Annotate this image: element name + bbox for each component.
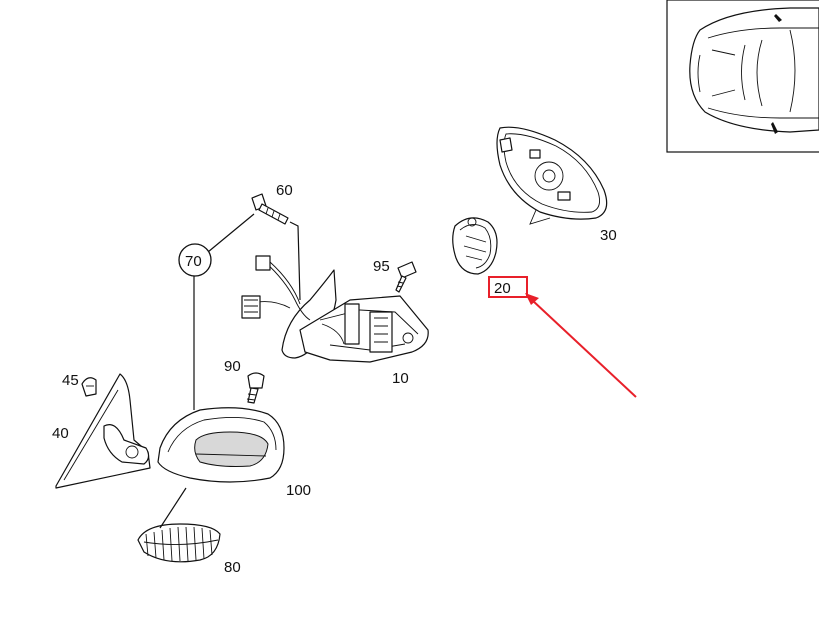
label-part-95: 95: [373, 258, 390, 275]
label-part-10: 10: [392, 370, 409, 387]
label-part-70: 70: [185, 253, 202, 270]
part-100-housing-cover[interactable]: [157, 407, 285, 483]
label-part-90: 90: [224, 358, 241, 375]
label-part-40: 40: [52, 425, 69, 442]
callout-circle: [178, 243, 212, 277]
part-90-screw[interactable]: [246, 372, 265, 404]
label-part-45: 45: [62, 372, 79, 389]
label-part-60: 60: [276, 182, 293, 199]
leader-100-to-80: [159, 487, 187, 529]
vehicle-locator-inset: [666, 0, 819, 153]
highlight-arrow-head: [525, 293, 539, 305]
part-95-screw[interactable]: [395, 261, 417, 293]
label-part-100: 100: [286, 482, 311, 499]
car-outline-illustration: [689, 7, 819, 134]
highlight-arrow-line: [531, 299, 637, 398]
label-part-80: 80: [224, 559, 241, 576]
part-60-bolt[interactable]: [251, 193, 289, 225]
part-70-callout[interactable]: [178, 243, 212, 277]
part-10-mirror-base-bracket[interactable]: [241, 255, 429, 363]
part-number-labels: 10 20 30 40 45 60 70 80 90 95 100: [52, 182, 617, 576]
part-30-mirror-glass[interactable]: [496, 126, 608, 225]
part-80-turn-signal-lens[interactable]: [137, 523, 221, 563]
part-45-clip[interactable]: [81, 377, 97, 397]
leader-lines: [159, 213, 301, 529]
leader-60-to-10: [289, 221, 301, 301]
part-20-mirror-adjuster[interactable]: [452, 217, 498, 275]
label-part-20: 20: [494, 280, 511, 297]
highlight-part-20: [488, 276, 637, 398]
highlight-box: [488, 276, 528, 298]
leader-70-to-60: [207, 213, 255, 253]
label-part-30: 30: [600, 227, 617, 244]
part-40-cover[interactable]: [55, 373, 151, 489]
